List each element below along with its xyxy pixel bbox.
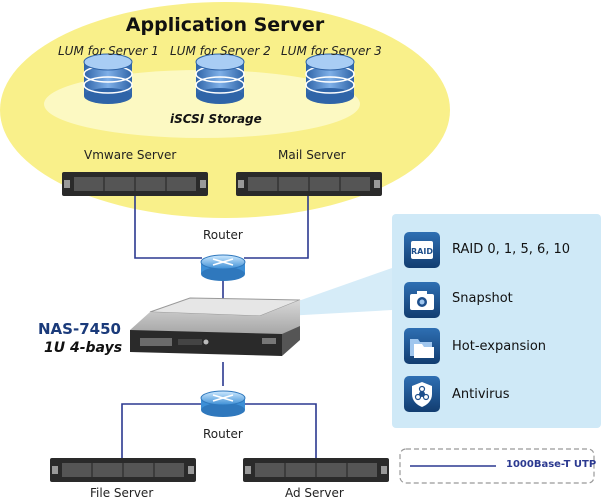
raid-icon-text: RAID — [411, 247, 433, 256]
file-server-icon — [50, 458, 196, 482]
vmware-server-label: Vmware Server — [84, 148, 177, 162]
feature-label-antivirus: Antivirus — [452, 387, 510, 402]
iscsi-storage-label: iSCSI Storage — [170, 112, 262, 126]
nas-device-icon — [130, 297, 301, 356]
mail-server-label: Mail Server — [278, 148, 346, 162]
ad-server-icon — [243, 458, 389, 482]
lun-label-2: LUM for Server 2 — [170, 44, 271, 58]
application-server-title: Application Server — [125, 14, 325, 36]
feature-label-snapshot: Snapshot — [452, 291, 513, 306]
network-links — [121, 196, 317, 458]
router-icon-top — [200, 254, 246, 281]
nas-model-name: NAS-7450 — [38, 320, 121, 338]
mail-server-icon — [236, 172, 382, 196]
lun-disk-2 — [195, 53, 245, 104]
ad-server-label: Ad Server — [285, 486, 344, 500]
raid-icon: RAID — [404, 232, 440, 268]
lun-disk-1 — [83, 53, 133, 104]
nas-subtitle: 1U 4-bays — [44, 340, 123, 356]
router-label-top: Router — [203, 228, 243, 242]
lun-label-3: LUM for Server 3 — [281, 44, 382, 58]
file-server-label: File Server — [90, 486, 154, 500]
feature-label-raid: RAID 0, 1, 5, 6, 10 — [452, 242, 571, 257]
legend-label: 1000Base-T UTP — [506, 459, 597, 470]
legend-box — [399, 448, 595, 484]
lun-label-1: LUM for Server 1 — [58, 44, 159, 58]
folders-icon — [404, 328, 440, 364]
feature-panel — [392, 214, 601, 428]
lun-disk-3 — [305, 53, 355, 104]
router-icon-bottom — [200, 390, 246, 417]
router-label-bottom: Router — [203, 427, 243, 441]
biohazard-shield-icon — [404, 376, 440, 412]
feature-label-hot-expansion: Hot-expansion — [452, 339, 547, 354]
camera-icon — [404, 282, 440, 318]
vmware-server-icon — [62, 172, 208, 196]
